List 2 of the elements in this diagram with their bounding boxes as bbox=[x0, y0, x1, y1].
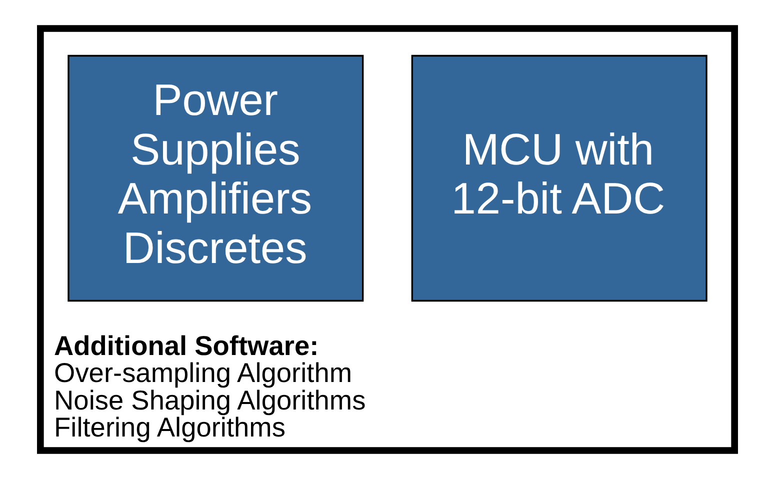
node-box: Power Supplies Amplifiers Discretes bbox=[67, 54, 364, 302]
node-box: MCU with 12-bit ADC bbox=[410, 54, 707, 302]
